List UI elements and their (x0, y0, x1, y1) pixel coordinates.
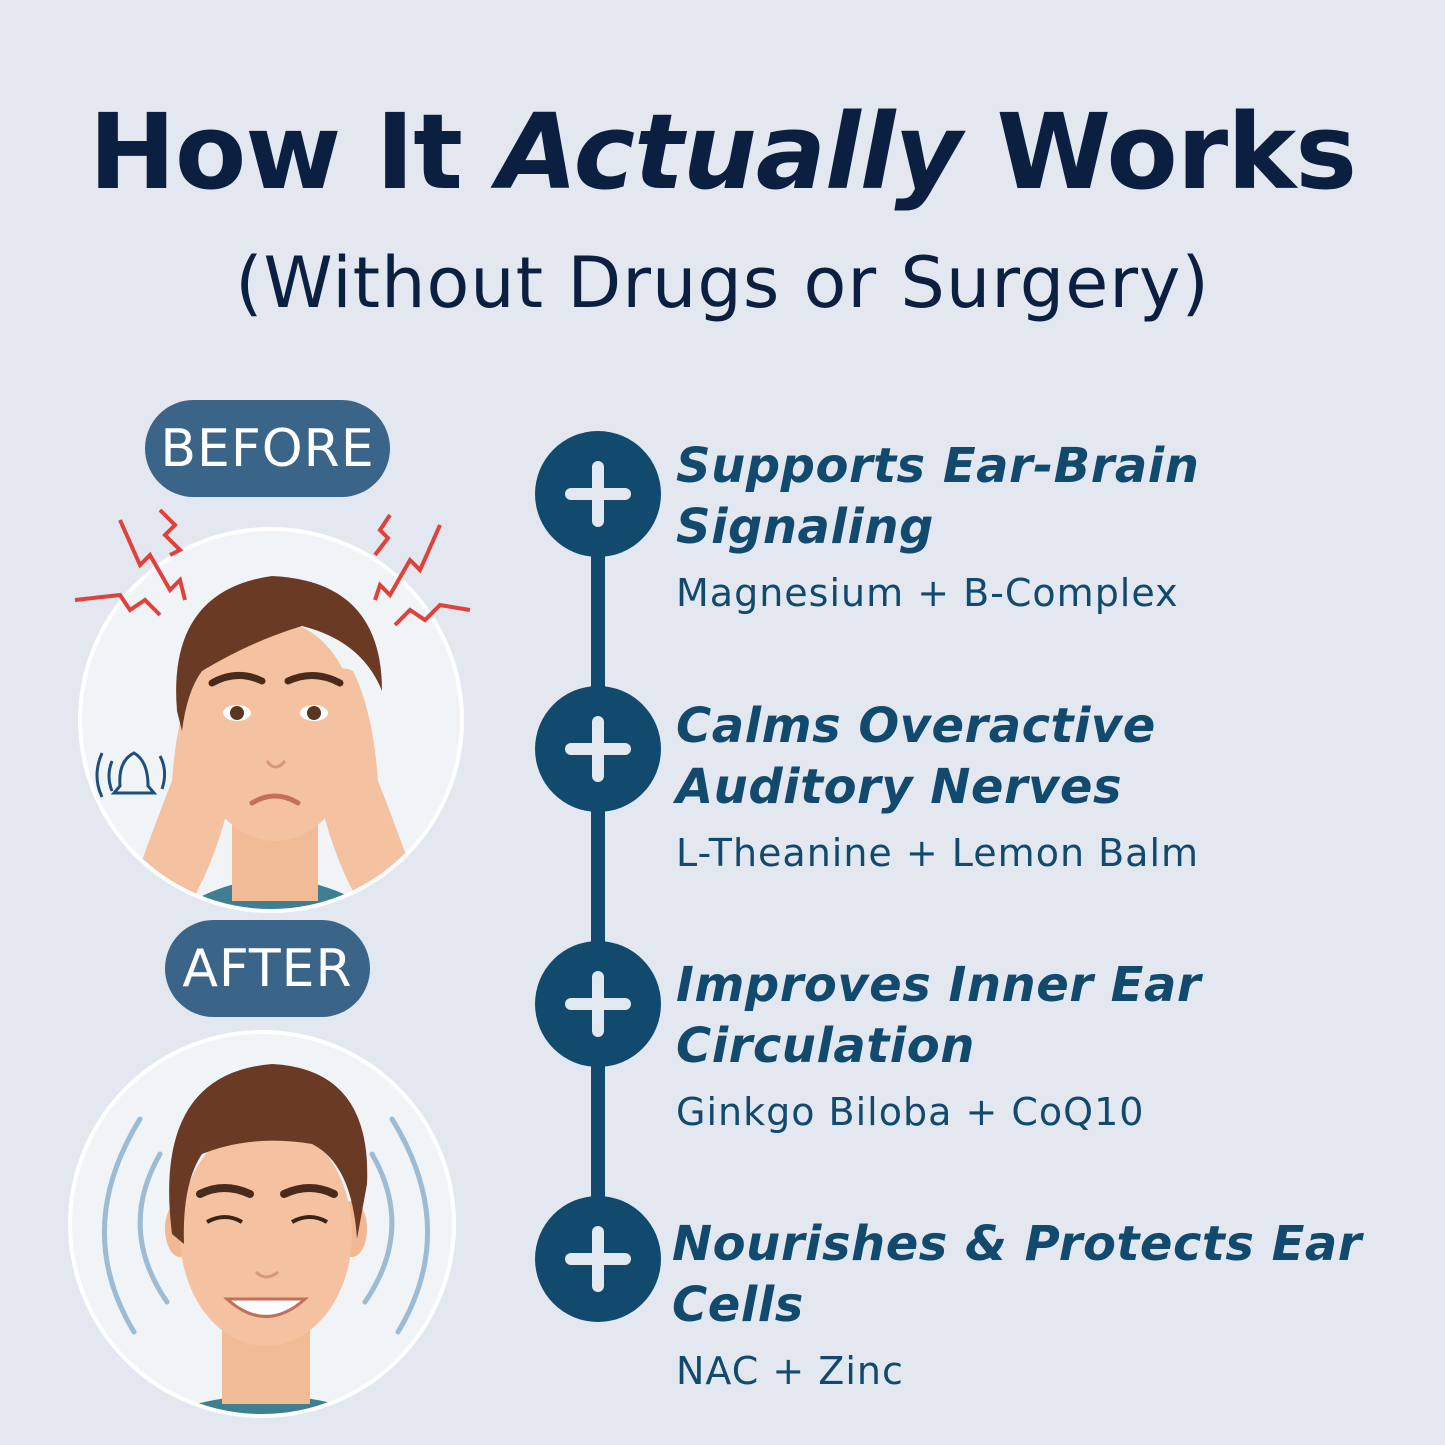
step-4-title-line-2: Cells (672, 1277, 804, 1333)
before-badge: BEFORE (145, 400, 390, 497)
step-4-title-line-1: Nourishes & Protects Ear (672, 1216, 1362, 1272)
step-1-title-line-1: Supports Ear-Brain (676, 438, 1200, 494)
after-portrait (68, 1030, 456, 1418)
step-2-title-line-2: Auditory Nerves (676, 759, 1123, 815)
step-1: Supports Ear-Brain Signaling Magnesium +… (676, 436, 1416, 616)
step-3-ingredients: Ginkgo Biloba + CoQ10 (676, 1090, 1145, 1134)
step-4-ingredients: NAC + Zinc (676, 1349, 904, 1393)
stressed-face-icon (95, 576, 426, 909)
step-3: Improves Inner Ear Circulation Ginkgo Bi… (676, 955, 1416, 1135)
step-3-title-line-2: Circulation (676, 1018, 975, 1074)
step-1-plus-icon (535, 431, 661, 557)
step-2-plus-icon (535, 686, 661, 812)
step-4: Nourishes & Protects Ear Cells NAC + Zin… (672, 1214, 1412, 1394)
step-2-title: Calms Overactive Auditory Nerves (676, 696, 1416, 818)
step-1-title-line-2: Signaling (676, 499, 934, 555)
timeline-connector (591, 494, 605, 1259)
step-3-title: Improves Inner Ear Circulation (676, 955, 1416, 1077)
step-1-title: Supports Ear-Brain Signaling (676, 436, 1416, 558)
step-2-title-line-1: Calms Overactive (676, 698, 1156, 754)
step-1-ingredients: Magnesium + B-Complex (676, 571, 1179, 615)
step-3-plus-icon (535, 941, 661, 1067)
step-3-title-line-1: Improves Inner Ear (676, 957, 1201, 1013)
before-portrait (78, 527, 464, 913)
title-part-1: How It (88, 91, 498, 213)
step-4-plus-icon (535, 1196, 661, 1322)
after-badge: AFTER (165, 920, 370, 1017)
page-title: How It Actually Works (0, 100, 1445, 204)
title-emphasis: Actually (497, 91, 962, 213)
step-2-ingredients: L-Theanine + Lemon Balm (676, 831, 1200, 875)
happy-face-icon (102, 1064, 430, 1414)
step-2: Calms Overactive Auditory Nerves L-Thean… (676, 696, 1416, 876)
step-4-title: Nourishes & Protects Ear Cells (672, 1214, 1412, 1336)
title-part-2: Works (961, 91, 1357, 213)
page-subtitle: (Without Drugs or Surgery) (235, 242, 1210, 324)
